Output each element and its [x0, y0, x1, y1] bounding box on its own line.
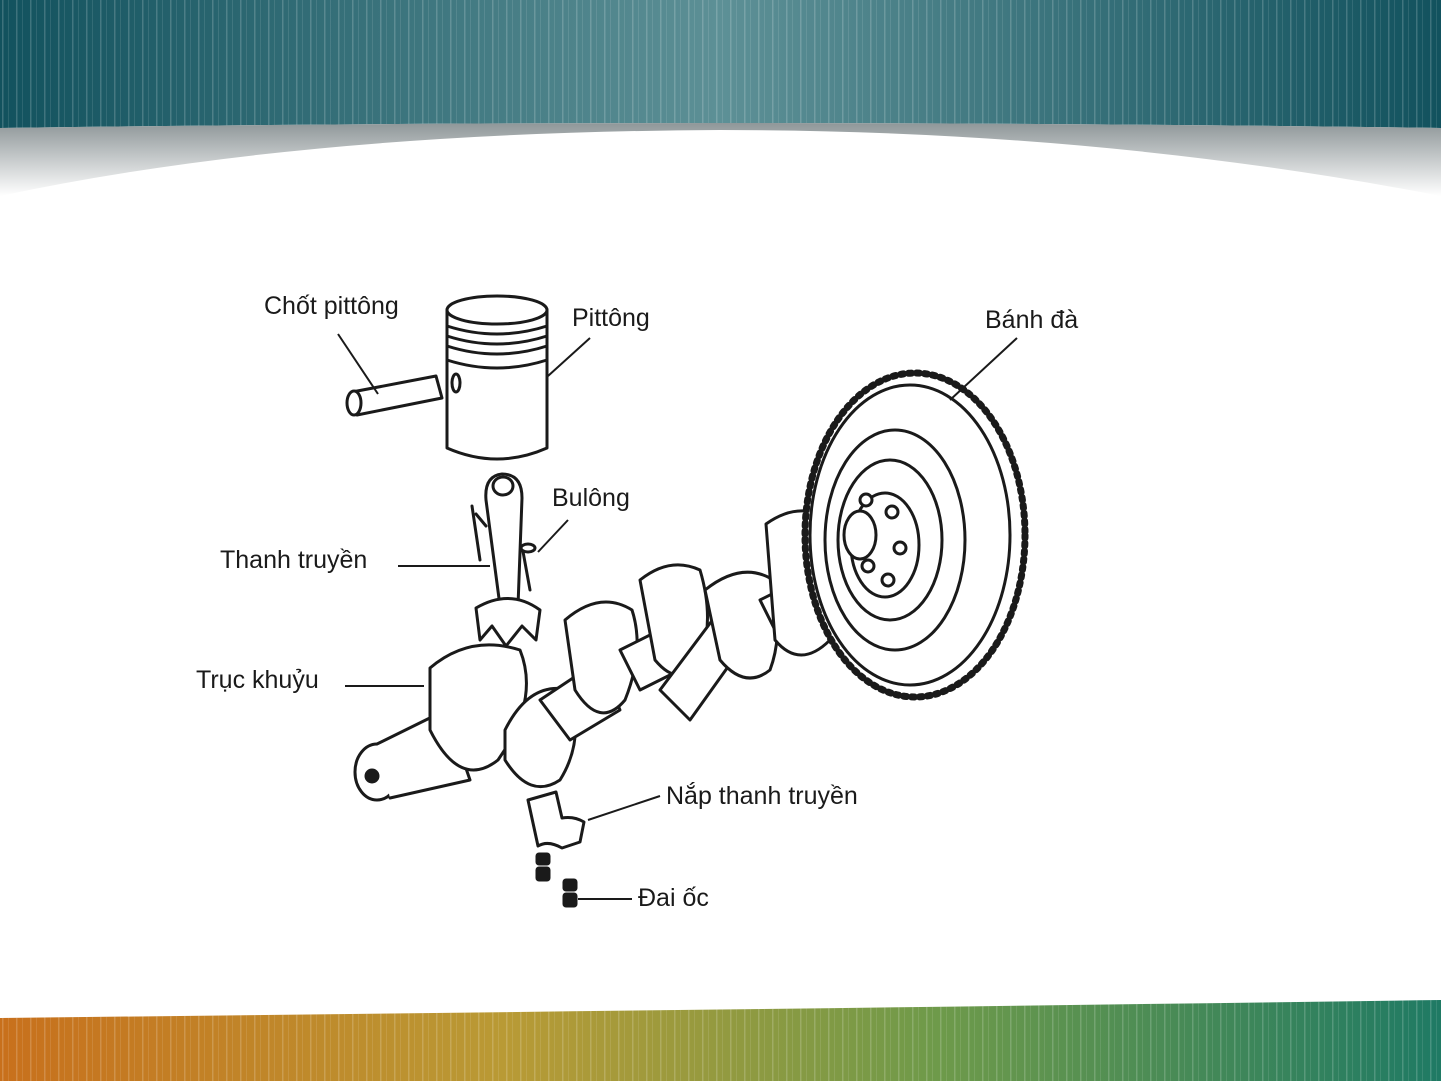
piston-pin-drawing: [347, 376, 442, 415]
label-nut: Đai ốc: [638, 884, 709, 913]
flywheel-drawing: [805, 373, 1025, 697]
piston-drawing: [447, 296, 547, 459]
label-flywheel: Bánh đà: [985, 306, 1078, 335]
label-bolt: Bulông: [552, 484, 630, 513]
connecting-rod-drawing: [472, 474, 540, 646]
footer-band: [0, 995, 1441, 1081]
label-crankshaft: Trục khuỷu: [196, 666, 319, 695]
label-connecting-rod: Thanh truyền: [220, 546, 367, 575]
label-piston: Pittông: [572, 304, 650, 333]
crankshaft-drawing: [355, 510, 880, 800]
rod-cap-drawing: [528, 792, 584, 848]
label-piston-pin: Chốt pittông: [264, 292, 399, 321]
header-band: [0, 0, 1441, 196]
nuts-drawing: [537, 854, 576, 906]
label-rod-cap: Nắp thanh truyền: [666, 782, 858, 811]
